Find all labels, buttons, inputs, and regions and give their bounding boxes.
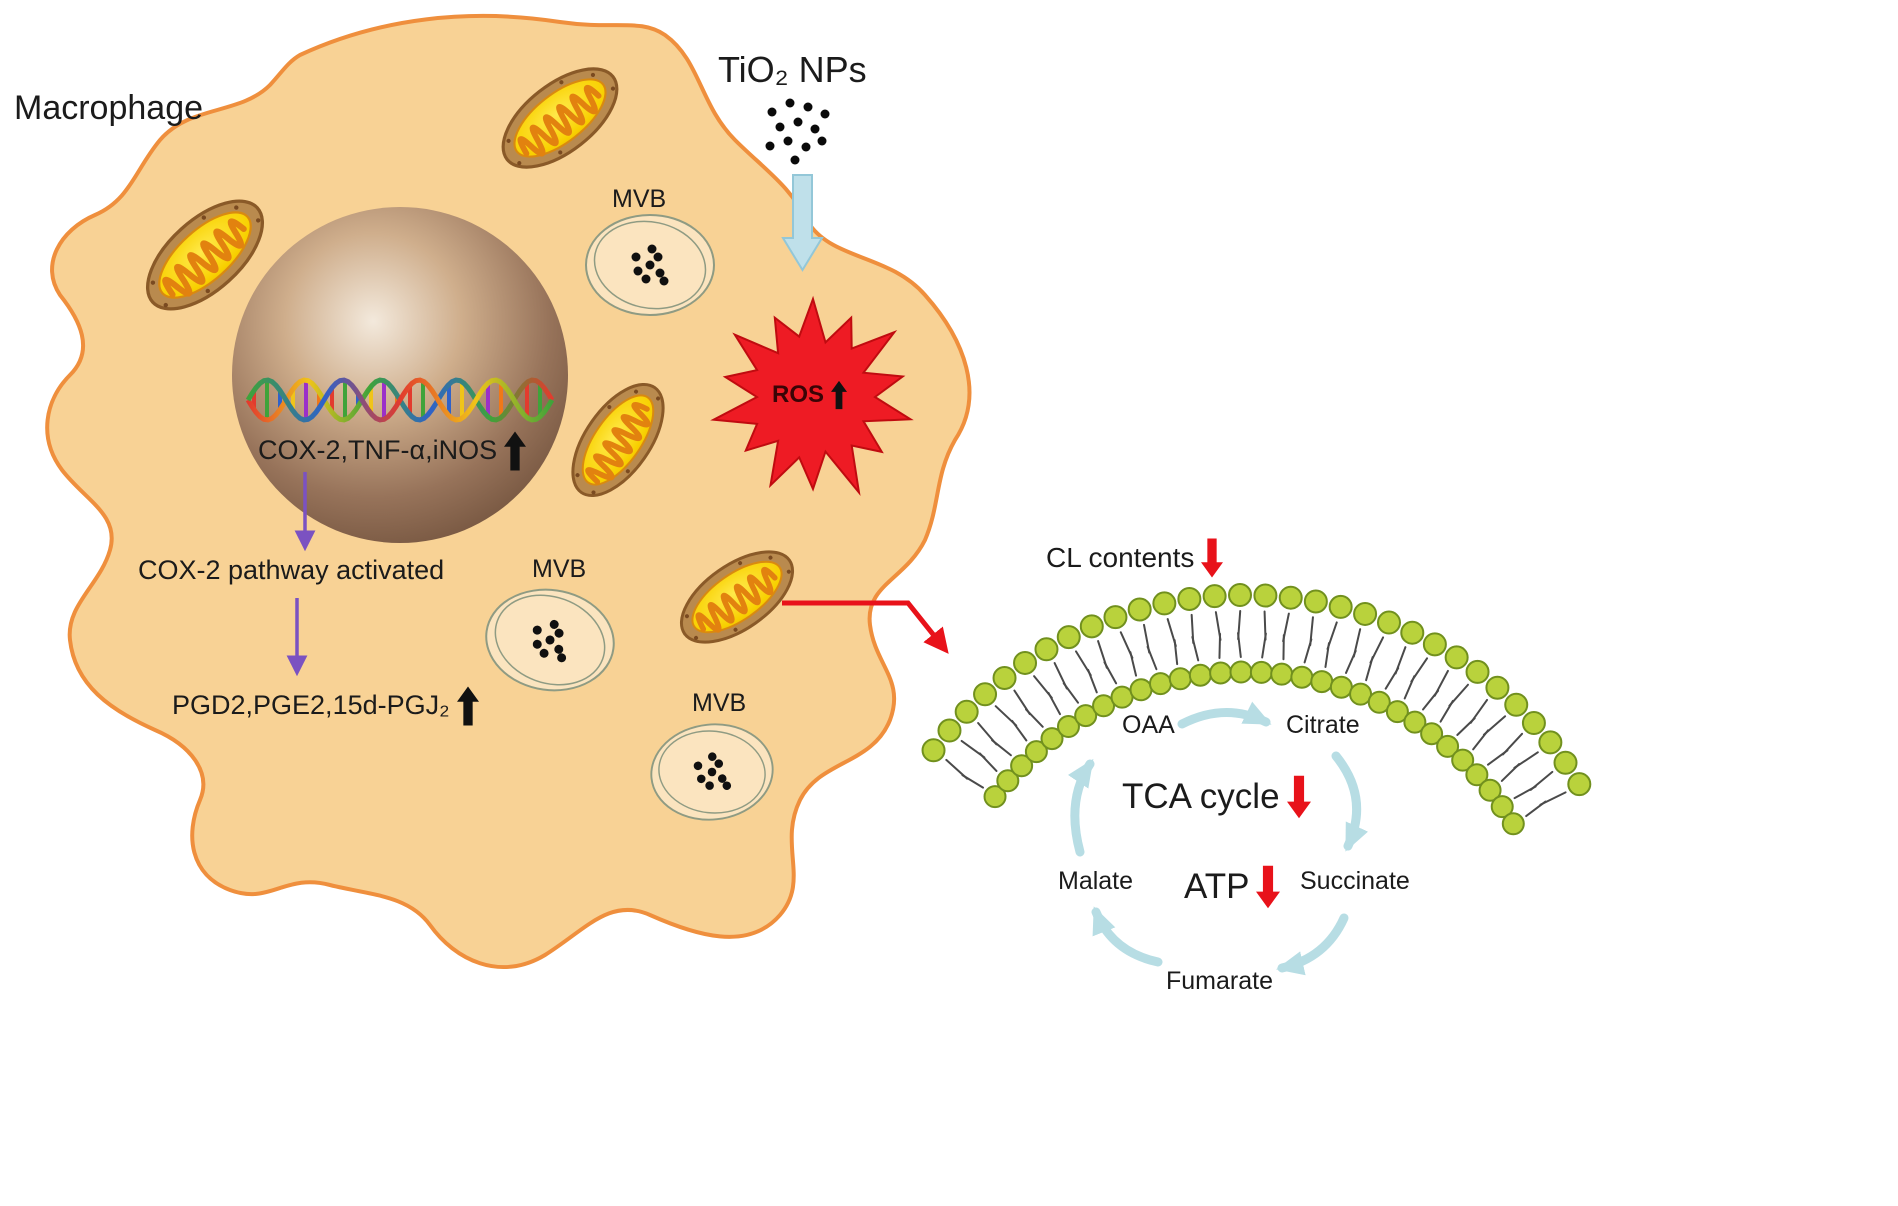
tca-arrow-citrate-succinate	[1331, 751, 1369, 852]
tca-arrow-malate-oaa	[1067, 758, 1095, 857]
decrease-arrow-icon	[1286, 775, 1311, 819]
mvb-label-1-text: MVB	[612, 185, 667, 213]
tca-atp-text: ATP	[1184, 866, 1250, 906]
lipid-bilayer-membrane	[921, 583, 1592, 836]
macrophage-title: Macrophage	[14, 89, 204, 127]
stimulus-title: TiO₂ NPs	[718, 50, 867, 90]
stimulus-title-text: TiO₂ NPs	[718, 49, 867, 90]
ros-burst	[710, 295, 914, 496]
nanoparticle-dots	[765, 98, 830, 165]
nucleus	[232, 207, 568, 543]
nucleus-genes-text: COX-2,TNF-α,iNOS	[258, 435, 498, 466]
cl-contents-text: CL contents	[1046, 541, 1195, 573]
tca-atp-label: ATP	[1184, 862, 1281, 912]
tca-citrate-label: Citrate	[1286, 711, 1360, 740]
increase-arrow-icon	[831, 380, 848, 410]
dna-helix-icon	[245, 377, 555, 423]
mvb-label-2: MVB	[532, 555, 587, 584]
mvb-label-3: MVB	[692, 689, 747, 718]
nanoparticle-entry-arrow	[781, 174, 824, 272]
tca-oaa-label: OAA	[1122, 711, 1175, 740]
macrophage-title-text: Macrophage	[14, 89, 204, 127]
mvb-label-1: MVB	[612, 185, 667, 214]
tca-cycle-arrows	[1067, 701, 1369, 976]
products-label: PGD2,PGE2,15d-PGJ₂	[172, 684, 479, 728]
tca-malate-label: Malate	[1058, 867, 1134, 896]
tca-cycle-title: TCA cycle	[1122, 772, 1311, 822]
tca-arrow-oaa-citrate	[1177, 701, 1272, 729]
ros-label: ROS	[772, 380, 848, 410]
mvb-label-3-text: MVB	[692, 689, 747, 717]
tca-citrate-text: Citrate	[1286, 711, 1360, 739]
products-text: PGD2,PGE2,15d-PGJ₂	[172, 690, 450, 721]
pathway-step-label: COX-2 pathway activated	[138, 555, 445, 586]
ros-label-text: ROS	[772, 380, 825, 408]
mvb-label-2-text: MVB	[532, 555, 587, 583]
decrease-arrow-icon	[1256, 865, 1281, 909]
tca-cycle-title-text: TCA cycle	[1122, 776, 1280, 816]
increase-arrow-icon	[456, 686, 479, 726]
tca-fumarate-label: Fumarate	[1166, 967, 1273, 996]
pathway-step-text: COX-2 pathway activated	[138, 555, 445, 585]
tca-malate-text: Malate	[1058, 867, 1134, 895]
tca-arrow-fumarate-malate	[1091, 906, 1163, 967]
tca-succinate-label: Succinate	[1300, 867, 1410, 896]
tca-fumarate-text: Fumarate	[1166, 967, 1273, 995]
mito-to-membrane-arrow	[782, 600, 949, 654]
tca-succinate-text: Succinate	[1300, 867, 1410, 895]
tca-arrow-succinate-fumarate	[1276, 913, 1349, 976]
increase-arrow-icon	[504, 431, 527, 471]
nucleus-genes-label: COX-2,TNF-α,iNOS	[258, 430, 527, 472]
cl-contents-label: CL contents	[1046, 536, 1224, 580]
tca-oaa-text: OAA	[1122, 711, 1175, 739]
decrease-arrow-icon	[1201, 538, 1224, 578]
